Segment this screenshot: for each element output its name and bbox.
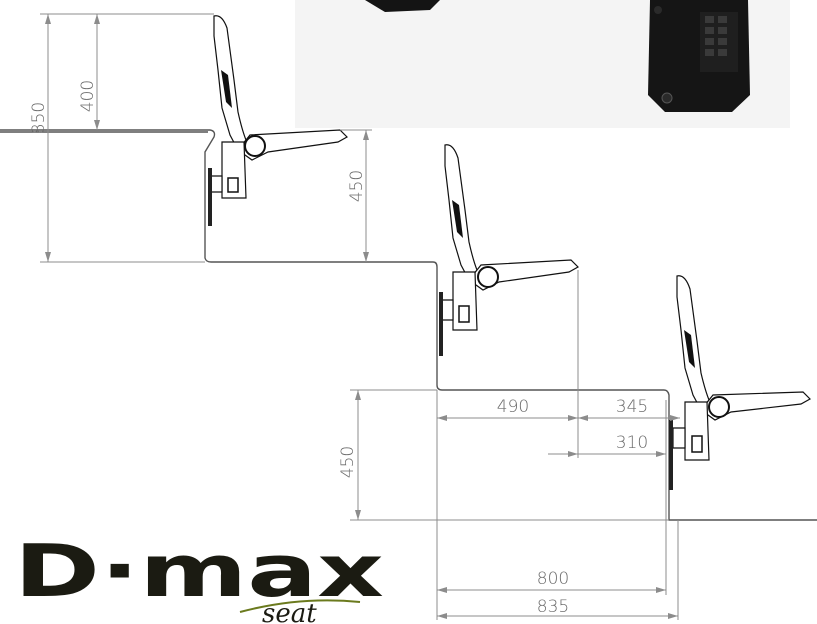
product-photo (295, 0, 790, 128)
dim-850-label: 850 (29, 102, 49, 134)
seat-row-1 (208, 15, 348, 226)
dim-835-label: 835 (537, 597, 569, 617)
dim-490-label: 490 (497, 397, 529, 417)
seat-row-3 (669, 275, 811, 490)
dim-450-upper-label: 450 (347, 170, 367, 202)
dim-450-lower-label: 450 (338, 446, 358, 478)
seat-row-2 (439, 144, 579, 356)
dmax-logo: D·max seat (14, 529, 384, 624)
dim-400-label: 400 (78, 80, 98, 112)
dim-310-label: 310 (616, 433, 648, 453)
dimension-labels: 850 400 450 450 490 345 310 800 835 (29, 80, 648, 617)
dim-345-label: 345 (616, 397, 648, 417)
logo-brand-text: D·max (14, 529, 384, 613)
dimension-lines (40, 13, 680, 620)
stadium-steps (0, 129, 817, 521)
dim-800-label: 800 (537, 569, 569, 589)
logo-swoosh-icon (239, 599, 361, 613)
